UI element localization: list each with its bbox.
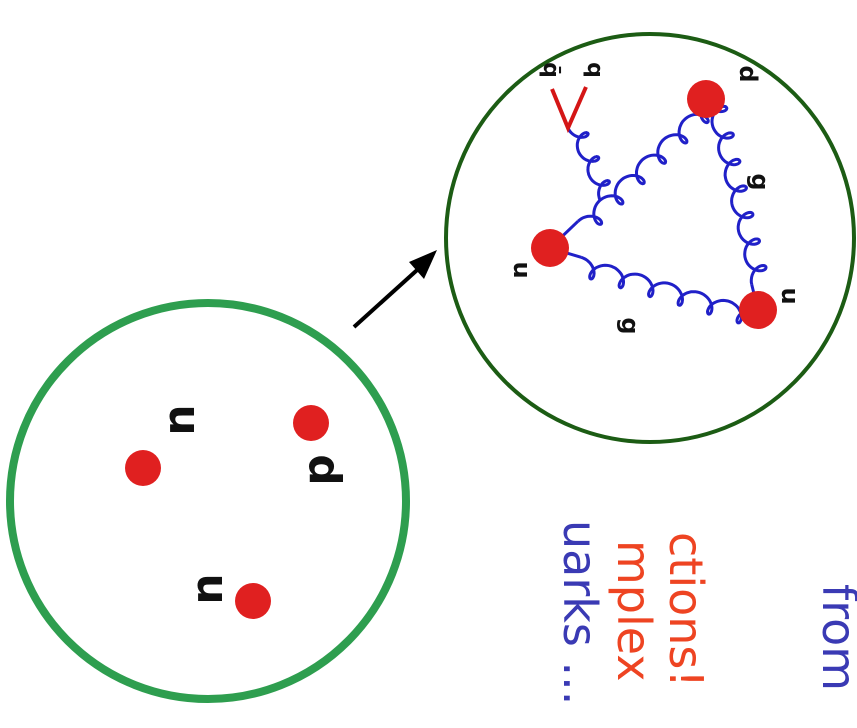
caption-line-4: from: [812, 584, 857, 691]
quark-label-u: u: [187, 573, 238, 604]
caption-line-1: uarks ...: [553, 520, 607, 705]
caption-line-2: mplex: [607, 540, 661, 682]
quark-dot: [235, 583, 271, 619]
gluon-coil: [577, 97, 710, 226]
gluon-coil: [580, 255, 759, 325]
quark-dot: [739, 291, 777, 329]
pair-label-qbar: q̄: [538, 62, 563, 78]
arrow-head: [409, 250, 437, 279]
gluon-coil: [566, 127, 611, 201]
quark-dot: [125, 450, 161, 486]
quark-antiquark-pair: [550, 86, 588, 134]
quark-dot: [687, 80, 725, 118]
quark-dot: [293, 405, 329, 441]
zoom-quark-label-d: d: [734, 65, 762, 82]
zoom-quark-label-u: u: [776, 287, 804, 304]
zoom-quark-label-u: u: [508, 261, 536, 278]
zoomed-proton-circle: [444, 32, 856, 444]
quark-dot: [531, 229, 569, 267]
simple-proton-circle: [6, 299, 410, 703]
gluon-coil: [704, 98, 768, 285]
gluon-label: g: [616, 317, 644, 334]
zoom-arrow: [352, 260, 428, 329]
caption-line-3: ctions!: [659, 532, 713, 688]
pair-label-q: q: [582, 62, 607, 78]
quark-label-u: u: [159, 404, 210, 435]
quark-label-d: d: [299, 454, 350, 486]
gluon-lines: [548, 97, 768, 325]
gluon-label: g: [746, 173, 774, 190]
